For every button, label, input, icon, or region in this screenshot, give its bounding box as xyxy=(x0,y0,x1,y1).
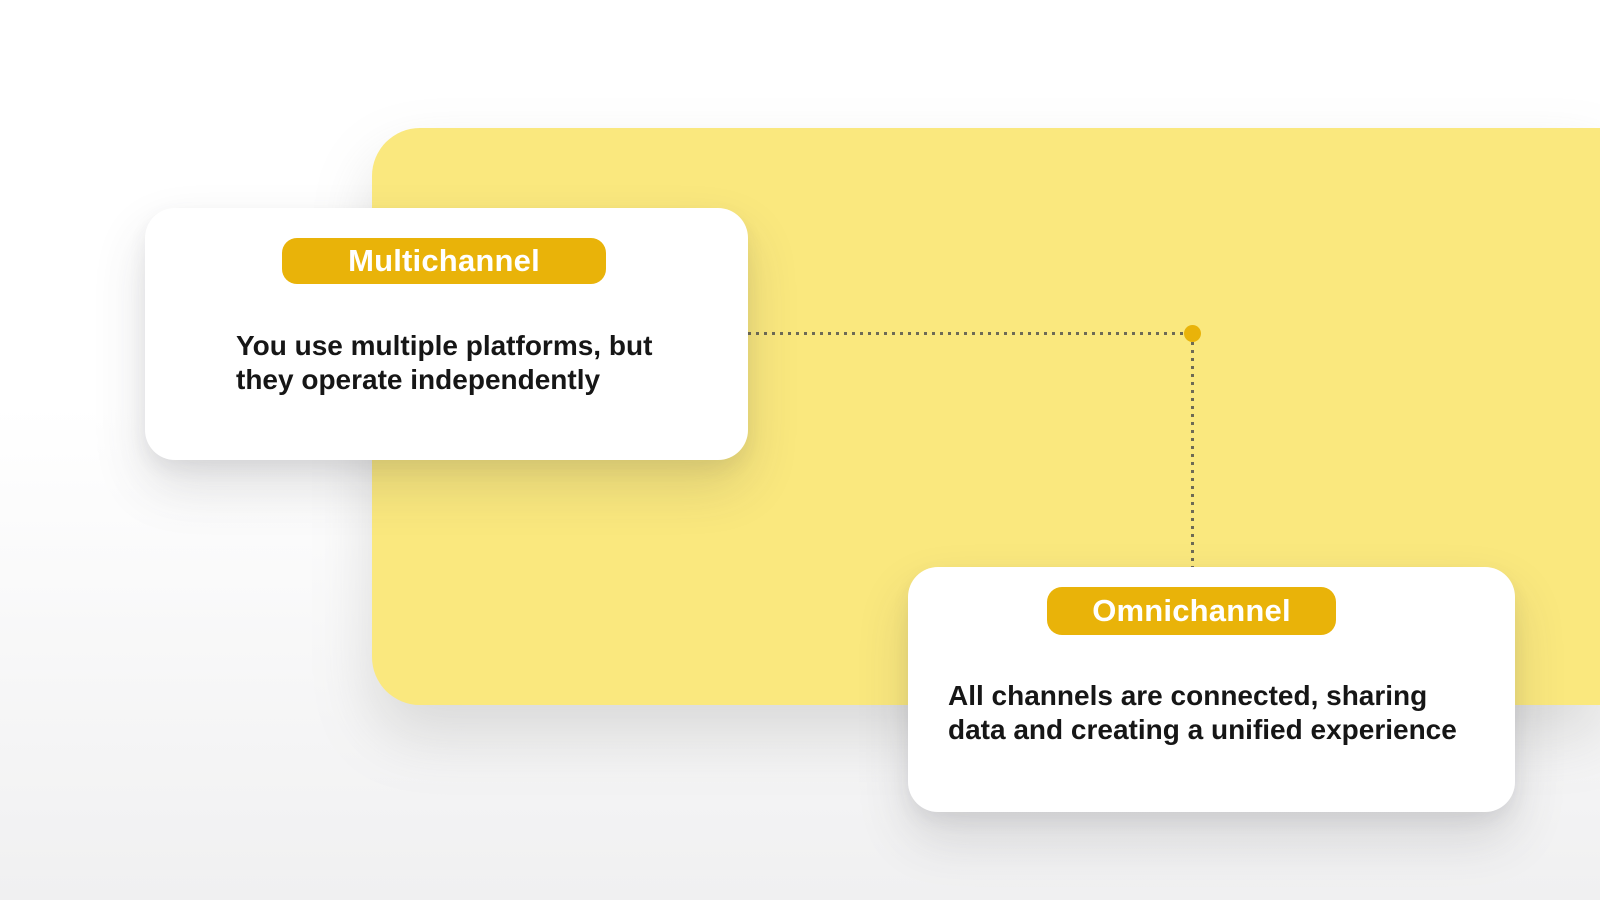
multichannel-description: You use multiple platforms, but they ope… xyxy=(236,330,653,395)
omnichannel-badge: Omnichannel xyxy=(1047,587,1336,635)
omnichannel-description: All channels are connected, sharing data… xyxy=(948,680,1457,745)
connector-dot-icon xyxy=(1184,325,1201,342)
connector-line-vertical xyxy=(1191,334,1194,567)
omnichannel-card: Omnichannel All channels are connected, … xyxy=(908,567,1515,812)
multichannel-card: Multichannel You use multiple platforms,… xyxy=(145,208,748,460)
connector-line-horizontal xyxy=(748,332,1194,335)
multichannel-badge: Multichannel xyxy=(282,238,606,284)
